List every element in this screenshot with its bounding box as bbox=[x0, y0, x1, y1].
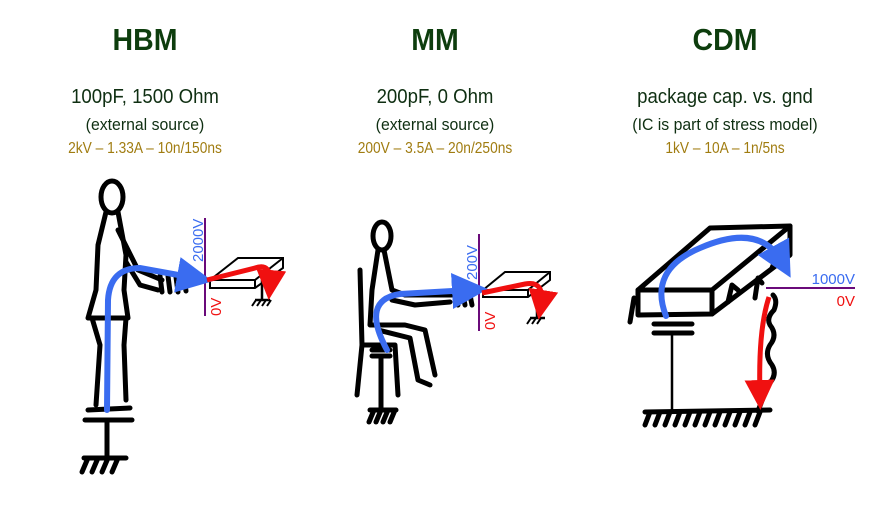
mm-specs: 200V – 3.5A – 20n/250ns bbox=[357, 140, 513, 157]
cdm-chip-icon bbox=[627, 223, 793, 428]
hbm-charge-path bbox=[104, 257, 213, 413]
hbm-figure: 2000V 0V bbox=[79, 178, 287, 475]
mm-charge-path bbox=[373, 273, 488, 353]
cdm-charge-path bbox=[658, 234, 791, 319]
hbm-title: HBM bbox=[112, 22, 178, 57]
cdm-title: CDM bbox=[692, 22, 758, 57]
cdm-source: (IC is part of stress model) bbox=[632, 115, 818, 134]
mm-discharge-path bbox=[481, 280, 559, 320]
hbm-voltage-high: 2000V bbox=[190, 219, 207, 262]
cdm-figure: 1000V 0V bbox=[627, 223, 855, 428]
mm-source: (external source) bbox=[375, 115, 495, 134]
hbm-discharge-path bbox=[206, 264, 287, 300]
cdm-voltage-high: 1000V bbox=[812, 271, 855, 288]
hbm-voltage-low: 0V bbox=[208, 298, 225, 316]
cdm-specs: 1kV – 10A – 1n/5ns bbox=[665, 140, 785, 157]
mm-voltage-high: 200V bbox=[464, 245, 481, 280]
hbm-source: (external source) bbox=[85, 115, 205, 134]
hbm-params: 100pF, 1500 Ohm bbox=[71, 86, 219, 108]
hbm-specs: 2kV – 1.33A – 10n/150ns bbox=[68, 140, 222, 157]
mm-title: MM bbox=[411, 22, 459, 57]
cdm-voltage-low: 0V bbox=[837, 293, 855, 310]
cdm-params: package cap. vs. gnd bbox=[637, 86, 813, 108]
mm-params: 200pF, 0 Ohm bbox=[376, 86, 494, 108]
mm-voltage-low: 0V bbox=[482, 312, 499, 330]
cdm-discharge-path bbox=[744, 296, 775, 410]
standing-person-icon bbox=[79, 178, 189, 475]
mm-figure: 200V 0V bbox=[354, 219, 559, 425]
